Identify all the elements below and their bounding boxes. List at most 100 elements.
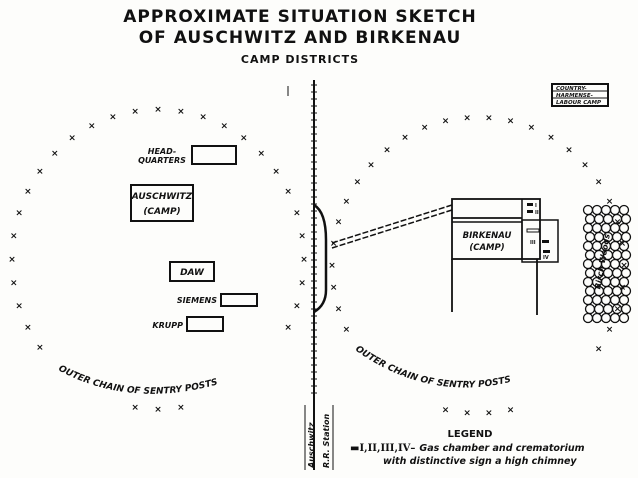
legend-line-2: with distinctive sign a high chimney — [383, 456, 577, 467]
tree-icon — [582, 240, 594, 252]
krupp-label: KRUPP — [152, 321, 183, 330]
auschwitz-label: AUSCHWITZ — [131, 192, 193, 202]
tree-icon — [593, 303, 605, 315]
sentry-post-icon: × — [109, 112, 117, 122]
birkenau-label: BIRKENAU — [463, 231, 512, 241]
crematorium-1: I — [535, 203, 537, 209]
inset-line-3: LABOUR CAMP — [556, 100, 601, 106]
sentry-post-icon: × — [221, 121, 229, 131]
sentry-post-icon: × — [330, 283, 338, 293]
right-sentry-label: OUTER CHAIN OF SENTRY POSTS — [353, 344, 512, 390]
station-type: R.R. Station — [322, 413, 331, 468]
sentry-post-icon: × — [619, 283, 627, 293]
tree-icon — [584, 213, 596, 225]
sentry-post-icon: × — [507, 405, 515, 415]
tree-icon — [591, 222, 603, 234]
tree-icon — [582, 294, 594, 306]
crematorium-4: IV — [543, 255, 549, 261]
sentry-post-icon: × — [8, 255, 16, 265]
tree-icon — [609, 204, 621, 216]
sentry-post-icon: × — [606, 325, 614, 335]
legend-title: LEGEND — [448, 429, 493, 440]
siemens-building — [220, 293, 258, 307]
inset-line-1: COUNTRY- — [556, 86, 587, 92]
hq-label-2: QUARTERS — [138, 156, 186, 165]
tree-icon — [620, 213, 632, 225]
tree-icon — [600, 222, 612, 234]
sentry-post-icon: × — [463, 409, 471, 419]
tree-icon — [602, 213, 614, 225]
sentry-post-icon: × — [24, 187, 32, 197]
tree-icon — [584, 249, 596, 261]
sentry-post-icon: × — [401, 133, 409, 143]
station-label: Auschwitz R.R. Station — [304, 405, 334, 470]
tree-icon — [584, 303, 596, 315]
headquarters-building — [191, 145, 237, 165]
tree-icon — [600, 312, 612, 324]
tree-icon — [600, 294, 612, 306]
tree-icon — [582, 312, 594, 324]
sentry-post-icon: × — [463, 113, 471, 123]
title-line-1: APPROXIMATE SITUATION SKETCH — [123, 7, 476, 27]
sentry-post-icon: × — [614, 305, 622, 315]
sentry-post-icon: × — [51, 149, 59, 159]
right-camp: BIRKENAU (CAMP) I II III IV Birch Woods … — [331, 198, 632, 391]
sentry-post-icon: × — [257, 149, 265, 159]
tree-icon — [618, 204, 630, 216]
siemens-label: SIEMENS — [177, 296, 217, 305]
crematorium-2: II — [535, 210, 539, 216]
sentry-post-icon: × — [367, 160, 375, 170]
station-name: Auschwitz — [307, 422, 316, 469]
sentry-post-icon: × — [421, 123, 429, 133]
sentry-post-icon: × — [565, 145, 573, 155]
sentry-post-icon: × — [442, 117, 450, 127]
sentry-post-icon: × — [88, 121, 96, 131]
sentry-post-icon: × — [154, 405, 162, 415]
tree-icon — [618, 294, 630, 306]
auschwitz-camp-box — [130, 184, 194, 222]
tree-icon — [609, 312, 621, 324]
sentry-post-icon: × — [335, 217, 343, 227]
sentry-post-icon: × — [36, 343, 44, 353]
krupp-building — [186, 316, 224, 332]
crematorium-3: III — [530, 240, 536, 246]
auschwitz-camp-label: (CAMP) — [143, 207, 180, 217]
tree-icon — [582, 258, 594, 270]
sentry-post-icon: × — [620, 261, 628, 271]
tree-icon — [620, 249, 632, 261]
tree-icon — [582, 204, 594, 216]
tree-icon — [584, 231, 596, 243]
sentry-post-icon: × — [528, 123, 536, 133]
tree-icon — [602, 303, 614, 315]
sentry-post-icon: × — [298, 232, 306, 242]
sentry-post-icon: × — [485, 409, 493, 419]
sentry-post-icon: × — [177, 107, 185, 117]
tree-icon — [611, 249, 623, 261]
sentry-post-icon: × — [507, 117, 515, 127]
tree-icon — [591, 204, 603, 216]
sentry-post-icon: × — [485, 113, 493, 123]
birkenau-camp-fence — [451, 198, 541, 260]
sentry-post-icon: × — [36, 167, 44, 177]
harmense-labour-camp-box: COUNTRY- HARMENSE- LABOUR CAMP — [551, 83, 609, 107]
sentry-post-icon: × — [330, 239, 338, 249]
tree-icon — [584, 267, 596, 279]
sentry-post-icon: × — [293, 301, 301, 311]
daw-box — [169, 261, 215, 282]
legend-line-1-row: ▬I,II,III,IV– Gas chamber and crematoriu… — [350, 438, 585, 455]
sentry-post-icon: × — [442, 405, 450, 415]
crematoria-markers: I II III IV — [526, 203, 550, 261]
sentry-post-icon: × — [300, 255, 308, 265]
tree-icon — [591, 294, 603, 306]
legend: LEGEND ▬I,II,III,IV– Gas chamber and cre… — [350, 429, 585, 467]
hq-label-1: HEAD- — [148, 147, 176, 156]
sentry-post-icon: × — [10, 278, 18, 288]
sentry-post-icon: × — [383, 145, 391, 155]
tree-icon — [593, 213, 605, 225]
sentry-post-icon: × — [131, 107, 139, 117]
tree-icon — [591, 312, 603, 324]
sentry-post-icon: × — [619, 239, 627, 249]
sentry-post-icon: × — [131, 403, 139, 413]
sentry-post-icon: × — [614, 217, 622, 227]
